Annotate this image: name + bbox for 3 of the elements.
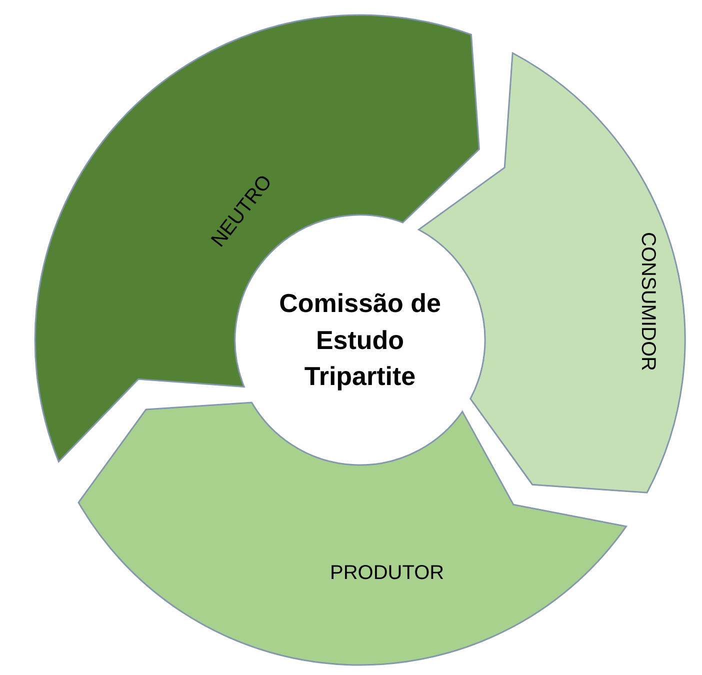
segment-label: PRODUTOR	[330, 562, 444, 585]
center-label: Comissão de Estudo Tripartite	[278, 287, 442, 394]
segment-label: CONSUMIDOR	[636, 232, 659, 371]
